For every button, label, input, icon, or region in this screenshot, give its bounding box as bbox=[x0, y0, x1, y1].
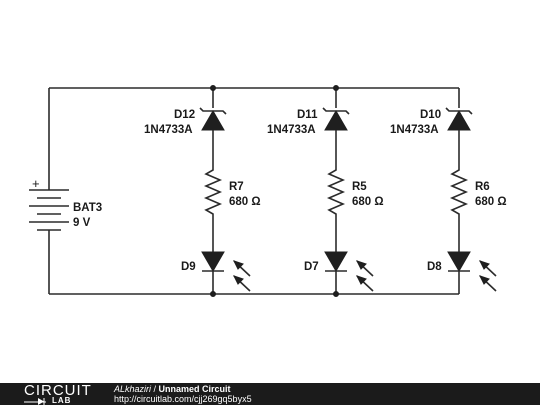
battery-ref-label: BAT3 bbox=[73, 202, 102, 214]
resistor-r6-ref: R6 bbox=[475, 181, 490, 193]
led-d7[interactable] bbox=[324, 251, 348, 272]
led-d8[interactable] bbox=[447, 251, 471, 272]
branch-1 bbox=[199, 88, 251, 294]
light-arrows-d9 bbox=[233, 260, 251, 292]
junction-bottom-2 bbox=[333, 291, 339, 297]
battery-bat3[interactable] bbox=[29, 189, 69, 231]
junction-top-1 bbox=[210, 85, 216, 91]
byline-separator: / bbox=[151, 384, 159, 394]
light-arrows-d8 bbox=[479, 260, 497, 292]
zener-d10-ref: D10 bbox=[420, 109, 441, 121]
footer-bar: CIRCUIT LAB ALkhaziri / Unnamed Circuit … bbox=[0, 383, 540, 405]
circuitlab-logo[interactable]: CIRCUIT LAB bbox=[24, 383, 94, 405]
led-d7-ref: D7 bbox=[304, 261, 319, 273]
resistor-r7-value: 680 Ω bbox=[229, 196, 261, 208]
zener-d12-ref: D12 bbox=[174, 109, 195, 121]
led-d9-ref: D9 bbox=[181, 261, 196, 273]
resistor-r5-ref: R5 bbox=[352, 181, 367, 193]
branch-3 bbox=[445, 88, 497, 294]
zener-d11-ref: D11 bbox=[297, 109, 318, 121]
battery-value-label: 9 V bbox=[73, 217, 91, 229]
light-arrows-d7 bbox=[356, 260, 374, 292]
circuit-byline: ALkhaziri / Unnamed Circuit bbox=[114, 384, 252, 394]
zener-diode-d10[interactable] bbox=[445, 107, 473, 131]
circuit-title: Unnamed Circuit bbox=[158, 384, 231, 394]
led-d8-ref: D8 bbox=[427, 261, 442, 273]
logo-text-circuit: CIRCUIT bbox=[24, 382, 92, 399]
circuit-url-link[interactable]: http://circuitlab.com/cjj269gq5byx5 bbox=[114, 394, 252, 404]
zener-diode-d11[interactable] bbox=[322, 107, 350, 131]
junction-bottom-1 bbox=[210, 291, 216, 297]
circuit-meta: ALkhaziri / Unnamed Circuit http://circu… bbox=[114, 384, 252, 404]
author-name[interactable]: ALkhaziri bbox=[114, 384, 152, 394]
resistor-r7[interactable] bbox=[203, 166, 223, 217]
logo-text-lab: LAB bbox=[52, 396, 72, 405]
zener-d11-part: 1N4733A bbox=[267, 124, 316, 136]
resistor-r5-value: 680 Ω bbox=[352, 196, 384, 208]
circuit-schematic: + BAT3 9 V bbox=[29, 85, 507, 297]
battery-plus-sign: + bbox=[32, 176, 40, 191]
zener-d10-part: 1N4733A bbox=[390, 124, 439, 136]
zener-d12-part: 1N4733A bbox=[144, 124, 193, 136]
resistor-r5[interactable] bbox=[326, 166, 346, 217]
resistor-r6-value: 680 Ω bbox=[475, 196, 507, 208]
logo-diode-icon bbox=[24, 398, 46, 405]
resistor-r6[interactable] bbox=[449, 166, 469, 217]
resistor-r7-ref: R7 bbox=[229, 181, 244, 193]
branch-2 bbox=[322, 88, 374, 294]
junction-top-2 bbox=[333, 85, 339, 91]
led-d9[interactable] bbox=[201, 251, 225, 272]
zener-diode-d12[interactable] bbox=[199, 107, 227, 131]
